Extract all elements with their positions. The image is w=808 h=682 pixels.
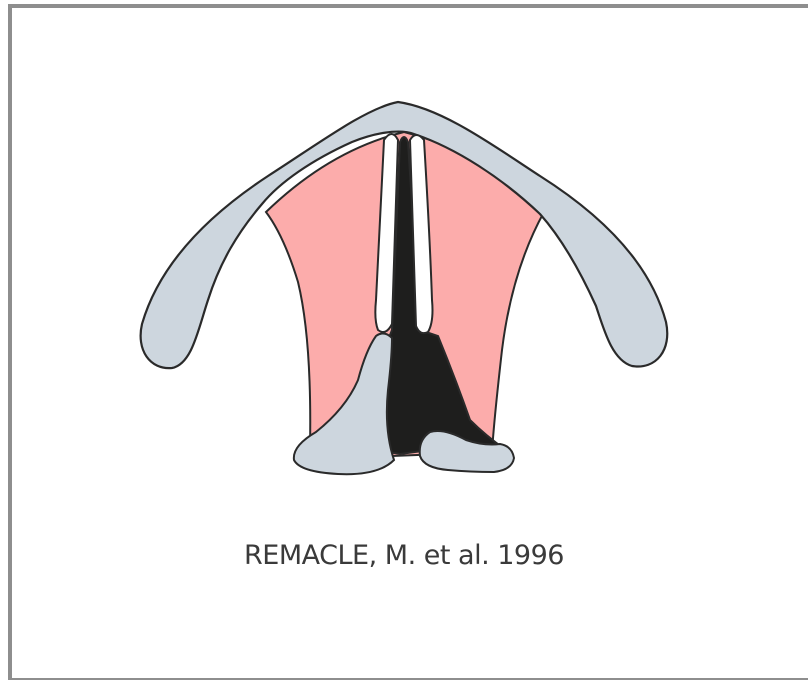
figure-caption: REMACLE, M. et al. 1996: [0, 540, 808, 571]
